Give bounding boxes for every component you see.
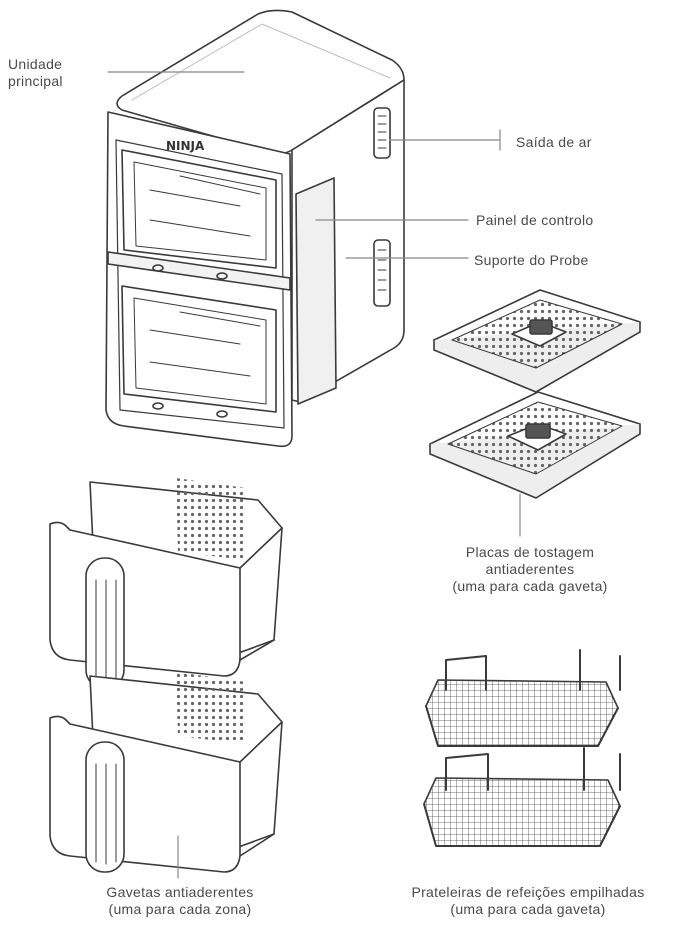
label-main-unit: Unidade principal: [8, 56, 63, 89]
label-crisper-plates: Placas de tostagem antiaderentes (uma pa…: [452, 544, 608, 594]
label-control-panel: Painel de controlo: [476, 212, 594, 228]
label-air-outlet: Saída de ar: [516, 134, 592, 150]
crisper-plate-top: [433, 289, 641, 393]
drawer-bottom: [49, 672, 283, 873]
rack-bottom: [423, 747, 621, 847]
drawer-top: [49, 478, 283, 689]
leader-lines: [107, 71, 521, 879]
main-unit-illustration: [105, 9, 405, 448]
label-drawers: Gavetas antiaderentes (uma para cada zon…: [106, 884, 254, 917]
crisper-plate-bottom: [429, 391, 641, 499]
rack-top: [425, 649, 621, 747]
label-probe-holder: Suporte do Probe: [474, 252, 589, 268]
leader-air-outlet: [389, 129, 501, 151]
label-racks: Prateleiras de refeições empilhadas (uma…: [411, 884, 645, 917]
brand-logo: NINJA: [166, 139, 205, 153]
